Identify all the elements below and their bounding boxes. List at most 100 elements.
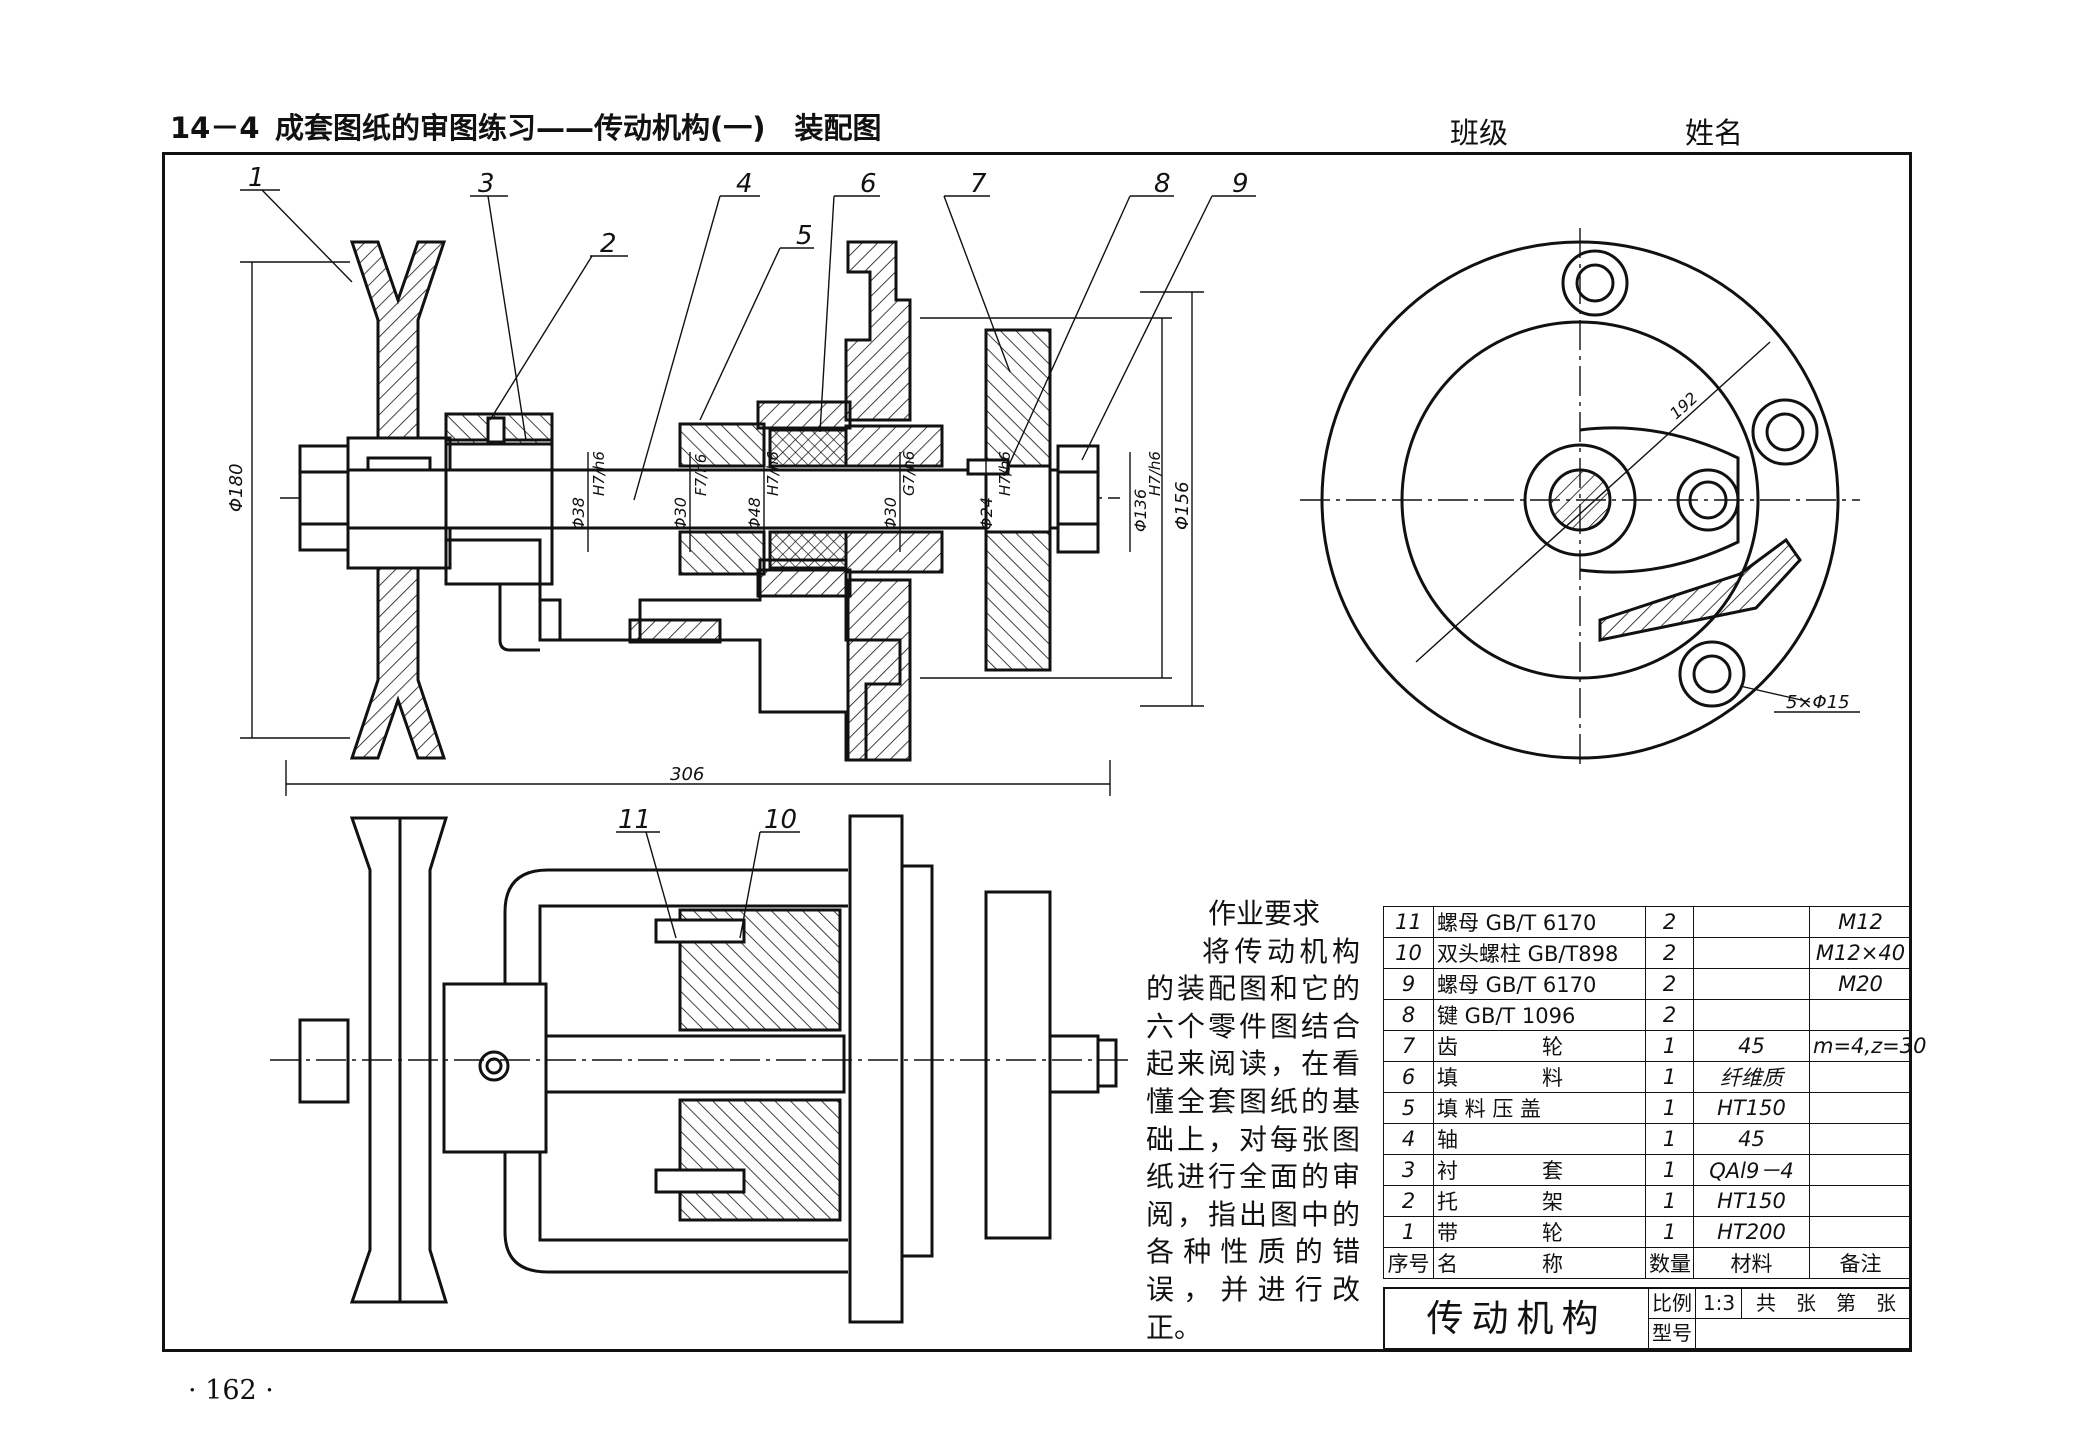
drawing-name: 传动机构 — [1385, 1289, 1649, 1348]
bom-cell-material: HT200 — [1693, 1216, 1810, 1248]
bom-cell-note: m=4,z=30 — [1809, 1030, 1926, 1062]
bom-cell-no: 5 — [1383, 1092, 1434, 1124]
bom-cell-material — [1693, 999, 1810, 1031]
dim-fit-3: H7/h6 — [764, 451, 782, 496]
bom-cell-name: 名 称 — [1433, 1247, 1646, 1279]
bom-cell-no: 3 — [1383, 1154, 1434, 1186]
bom-cell-note: M12 — [1809, 906, 1912, 938]
type-label: 型号 — [1652, 1321, 1692, 1345]
bom-cell-qty: 2 — [1645, 937, 1694, 969]
bom-cell-no: 1 — [1383, 1216, 1434, 1248]
drawing-frame — [162, 152, 1912, 1352]
dim-d180: Φ180 — [226, 463, 247, 512]
page-title: 成套图纸的审图练习——传动机构(一) 装配图 — [275, 111, 882, 145]
bom-cell-qty: 1 — [1645, 1185, 1694, 1217]
bom-cell-name: 轴 — [1433, 1123, 1646, 1155]
bom-cell-no: 6 — [1383, 1061, 1434, 1093]
dim-d30b: Φ30 — [881, 497, 900, 530]
callout-4: 4 — [736, 169, 753, 199]
callout-10: 10 — [764, 805, 797, 835]
callout-5: 5 — [796, 221, 813, 251]
bom-cell-no: 2 — [1383, 1185, 1434, 1217]
callout-8: 8 — [1154, 169, 1171, 199]
main-section-view — [240, 189, 1256, 796]
title-block-row-scale: 比例 1:3 共 张 第 张 — [1649, 1289, 1909, 1319]
bom-cell-material — [1693, 937, 1810, 969]
name-label: 姓名 — [1685, 116, 1744, 150]
page-number: · 162 · — [188, 1375, 274, 1406]
dim-d30a: Φ30 — [671, 497, 690, 530]
bom-cell-note: 备注 — [1809, 1247, 1912, 1279]
bom-cell-qty: 2 — [1645, 999, 1694, 1031]
callout-11: 11 — [618, 805, 651, 835]
bom-cell-no: 7 — [1383, 1030, 1434, 1062]
bom-cell-material: 45 — [1693, 1123, 1810, 1155]
bom-cell-qty: 2 — [1645, 906, 1694, 938]
callout-3: 3 — [478, 169, 495, 199]
title-block: 传动机构 比例 1:3 共 张 第 张 型号 — [1383, 1287, 1911, 1350]
callout-1: 1 — [248, 163, 265, 193]
bom-cell-name: 填 料 压 盖 — [1433, 1092, 1646, 1124]
bom-cell-material: 材料 — [1693, 1247, 1810, 1279]
callout-2: 2 — [600, 229, 617, 259]
bom-cell-note: M12×40 — [1809, 937, 1912, 969]
side-view — [1300, 228, 1860, 770]
bom-cell-note — [1809, 1185, 1912, 1217]
dim-d24: Φ24 — [977, 497, 996, 530]
dim-fit-2: F7/h6 — [692, 454, 710, 496]
dim-d156: Φ156 — [1172, 481, 1193, 530]
dim-d48: Φ48 — [745, 497, 764, 530]
bom-cell-no: 10 — [1383, 937, 1434, 969]
dim-fit-4: G7/h6 — [900, 451, 918, 496]
bom-cell-material: HT150 — [1693, 1092, 1810, 1124]
bom-cell-qty: 1 — [1645, 1061, 1694, 1093]
bom-cell-name: 螺母 GB/T 6170 — [1433, 968, 1646, 1000]
sheet-count: 共 张 第 张 — [1756, 1291, 1896, 1315]
callout-9: 9 — [1232, 169, 1249, 199]
dim-fit-6: H7/h6 — [1146, 451, 1164, 496]
bom-cell-note — [1809, 1061, 1912, 1093]
bom-cell-material: 纤维质 — [1693, 1061, 1810, 1093]
scale-value: 1:3 — [1702, 1291, 1736, 1315]
bom-cell-name: 托 架 — [1433, 1185, 1646, 1217]
dim-fit-1: H7/h6 — [590, 451, 608, 496]
bom-cell-note — [1809, 1123, 1912, 1155]
bom-cell-material: 45 — [1693, 1030, 1810, 1062]
bom-cell-qty: 1 — [1645, 1154, 1694, 1186]
bom-cell-qty: 1 — [1645, 1123, 1694, 1155]
bom-cell-no: 9 — [1383, 968, 1434, 1000]
bom-cell-name: 带 轮 — [1433, 1216, 1646, 1248]
bom-cell-material — [1693, 906, 1810, 938]
bom-cell-no: 8 — [1383, 999, 1434, 1031]
bom-cell-note: M20 — [1809, 968, 1912, 1000]
bom-cell-qty: 2 — [1645, 968, 1694, 1000]
section-number: 14－4 — [170, 111, 260, 145]
bom-cell-material: QAl9－4 — [1693, 1154, 1810, 1186]
bom-cell-qty: 数量 — [1645, 1247, 1694, 1279]
bom-cell-name: 螺母 GB/T 6170 — [1433, 906, 1646, 938]
callout-7: 7 — [970, 169, 987, 199]
bom-cell-name: 键 GB/T 1096 — [1433, 999, 1646, 1031]
assignment-requirements: 作业要求 将传动机构的装配图和它的六个零件图结合起来阅读，在看懂全套图纸的基础上… — [1146, 895, 1360, 1346]
bom-cell-qty: 1 — [1645, 1092, 1694, 1124]
bom-header-row: 序号名 称数量材料备注 — [1383, 1247, 1912, 1279]
class-label: 班级 — [1450, 116, 1509, 150]
requirements-body: 将传动机构的装配图和它的六个零件图结合起来阅读，在看懂全套图纸的基础上，对每张图… — [1146, 934, 1360, 1344]
bom-cell-material: HT150 — [1693, 1185, 1810, 1217]
title-block-row-type: 型号 — [1649, 1319, 1909, 1348]
dim-holes: 5×Φ15 — [1786, 692, 1850, 713]
dim-r192: 192 — [1666, 388, 1701, 423]
bom-cell-no: 11 — [1383, 906, 1434, 938]
bom-cell-note — [1809, 1216, 1912, 1248]
bom-cell-material — [1693, 968, 1810, 1000]
bom-cell-name: 填 料 — [1433, 1061, 1646, 1093]
